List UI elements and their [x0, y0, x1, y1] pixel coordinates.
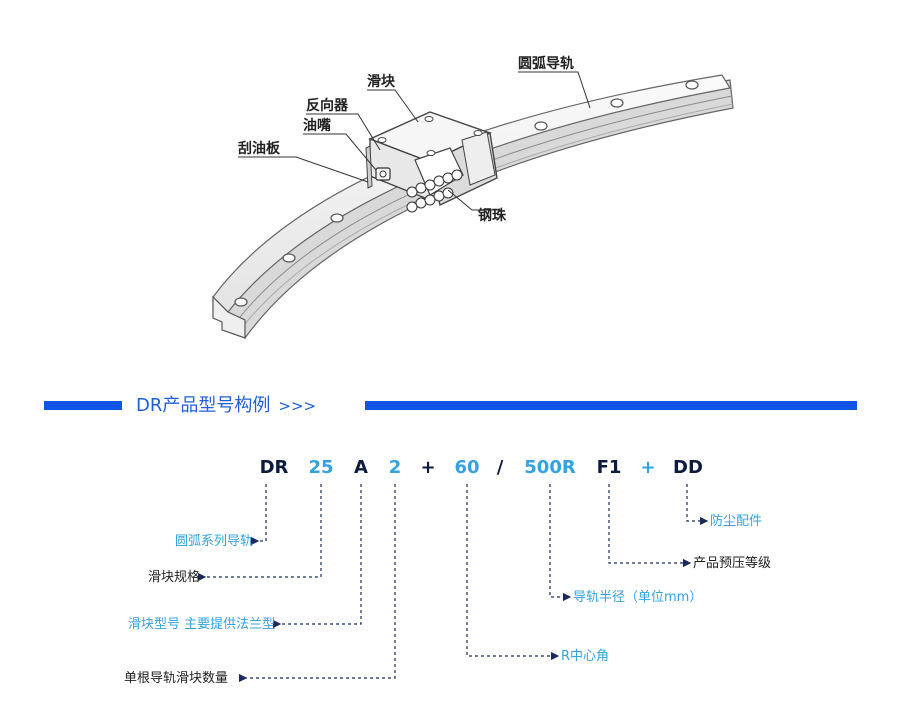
rail-hole: [534, 121, 548, 131]
leader-slider-spec: [197, 484, 322, 582]
part-leader-lines: [238, 71, 591, 211]
label-reverser: 反向器: [306, 97, 349, 114]
leader-radius: [549, 484, 572, 602]
leader-qty: [238, 484, 396, 683]
heading-bar-right: [365, 401, 857, 410]
exp-slider-spec: 滑块规格: [148, 569, 200, 585]
exp-series: 圆弧系列导轨: [175, 534, 253, 549]
exp-slider-type: 滑块型号 主要提供法兰型: [128, 616, 275, 632]
heading-bar-left: [44, 401, 122, 410]
leader-precision: [608, 484, 692, 568]
label-arc-rail: 圆弧导轨: [518, 55, 574, 72]
model-code-segment: 500R: [524, 457, 576, 478]
label-scraper: 刮油板: [238, 140, 281, 157]
model-code-segment: +: [420, 457, 435, 478]
rail-hole: [234, 297, 248, 307]
model-code-segment: +: [640, 457, 655, 478]
model-code-segment: DD: [673, 457, 703, 478]
leader-dust: [686, 484, 709, 526]
model-code-segment: A: [354, 457, 368, 478]
exp-qty: 单根导轨滑块数量: [124, 671, 228, 686]
rail-hole: [610, 98, 624, 108]
slider-block-illustration: [365, 111, 498, 213]
arc-rail-illustration: [212, 74, 734, 339]
exp-precision: 产品预压等级: [693, 555, 771, 571]
model-code-segment: 60: [454, 457, 479, 478]
model-code-segment: DR: [260, 457, 289, 478]
label-oil-nozzle: 油嘴: [303, 117, 331, 134]
rail-hole: [282, 253, 296, 263]
rail-hole: [685, 80, 699, 90]
exp-radius: 导轨半径（单位mm）: [573, 590, 702, 605]
section-title: DR产品型号构例: [136, 395, 271, 416]
label-slider: 滑块: [367, 73, 396, 90]
section-heading: DR产品型号构例 >>>: [136, 394, 316, 418]
model-code-segment: F1: [597, 457, 622, 478]
exp-dust: 防尘配件: [710, 513, 762, 529]
model-code-segment: 25: [308, 457, 333, 478]
rail-hole: [330, 213, 344, 223]
leader-series: [250, 484, 267, 546]
code-leader-lines: [197, 484, 709, 683]
model-code-segment: 2: [389, 457, 402, 478]
leader-slider-type: [272, 484, 362, 629]
label-steel-balls: 钢珠: [478, 207, 507, 224]
exp-center-angle: R中心角: [561, 649, 609, 664]
section-arrows: >>>: [278, 397, 317, 415]
leader-center-angle: [466, 484, 560, 661]
model-code-segment: /: [497, 457, 504, 478]
